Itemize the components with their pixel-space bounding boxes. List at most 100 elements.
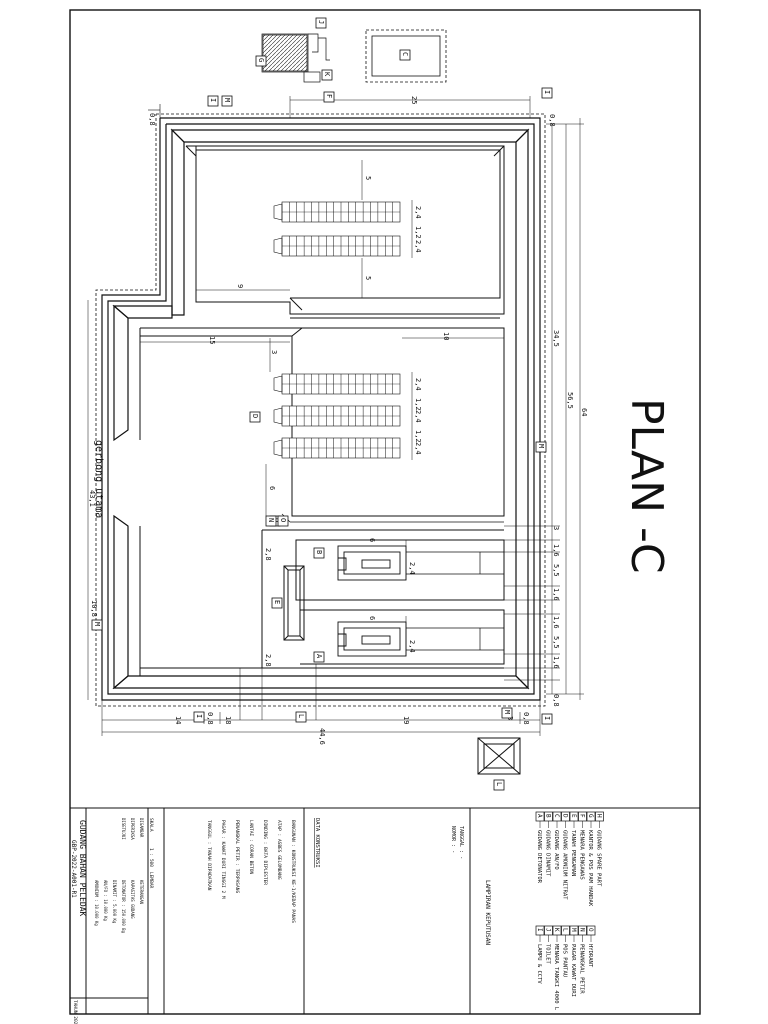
dim-d6: 6 <box>268 486 276 490</box>
marker-f: F <box>323 91 335 103</box>
marker-label: O <box>279 518 287 522</box>
marker-label: I <box>209 98 217 102</box>
dim-d08-br: 0,8 <box>552 694 560 707</box>
title-block <box>69 807 701 1015</box>
note-line: BANGUNAN : KONSTRUKSI KE-1/KEDAP PANAS <box>290 820 296 923</box>
storage-racks-upper <box>273 201 401 257</box>
marker-label: J <box>317 20 325 24</box>
legend-label: GUDANG AN/FO <box>553 830 559 870</box>
dim-d24-d: 2,4 <box>414 410 422 423</box>
marker-label: C <box>401 52 409 56</box>
marker-m: M <box>221 95 233 107</box>
dim-d10: 10 <box>442 332 450 340</box>
legend-label: MENARA PENGAWAS <box>579 830 585 880</box>
drawing-number: GBP-2022-A001-R1 <box>70 840 77 898</box>
legend-key: J <box>545 928 552 932</box>
legend-key: M <box>570 928 577 932</box>
dim-d5-top: 5 <box>364 176 372 180</box>
dim-d12-c: 1,2 <box>414 430 422 443</box>
dim-d55-a: 5,5 <box>552 564 560 577</box>
dim-d3a: 3 <box>270 350 278 354</box>
marker-label: M <box>93 622 101 626</box>
legend-key: B <box>545 814 552 818</box>
dim-d6-a: 6 <box>368 538 376 542</box>
dim-d44-6: 44,6 <box>318 728 326 745</box>
dim-d24-a: 2,4 <box>414 206 422 219</box>
marker-i: I <box>193 711 205 723</box>
marker-i: I <box>207 95 219 107</box>
marker-label: L <box>297 714 305 718</box>
dim-right-08: 0,8 <box>548 114 556 127</box>
note-line: TANGGUL : TANAH DIPADATKAN <box>206 820 212 891</box>
marker-label: F <box>325 94 333 98</box>
legend-key: O <box>587 928 594 932</box>
marker-a: A <box>313 651 325 663</box>
dim-d12-a: 1,2 <box>414 226 422 239</box>
note-line: PAGAR : KAWAT DURI TINGGI 2 M <box>220 820 226 899</box>
marker-label: I <box>543 716 551 720</box>
dim-d24-e: 2,4 <box>414 442 422 455</box>
marker-label: E <box>273 600 281 604</box>
legend-label: KANTOR & POS PAM HANDAK <box>587 830 593 907</box>
perimeter-wall <box>101 117 541 701</box>
dim-d56-5: 56,5 <box>566 392 574 409</box>
marker-label: L <box>495 782 503 786</box>
marker-l: L <box>295 711 307 723</box>
title-row-label: DIPERIKSA <box>130 818 135 840</box>
dim-d14: 14 <box>174 716 182 724</box>
legend-label: HYDRANT <box>587 944 593 968</box>
dim-d16-b: 1,6 <box>552 588 560 601</box>
marker-m: M <box>91 619 103 631</box>
legend-key: F <box>579 814 586 818</box>
marker-label: B <box>315 550 323 554</box>
corridor-label: gerbong utama <box>93 440 104 518</box>
legend-item: M PAGAR KAWAT DURI <box>569 925 579 997</box>
marker-c: C <box>399 49 411 61</box>
note-line: ATAP : ASBES GELOMBANG <box>276 820 282 880</box>
legend-key: I <box>536 928 543 932</box>
legend-label: PENANGKAL PETIR <box>579 944 585 994</box>
marker-i: I <box>541 87 553 99</box>
marker-e: E <box>271 597 283 609</box>
legend-label: GUDANG DINAMIT <box>545 830 551 877</box>
dim-d24-f: 2,4 <box>408 562 416 575</box>
lampiran-title: LAMPIRAN KEPUTUSAN <box>484 880 491 945</box>
legend-item: O HYDRANT <box>586 925 596 968</box>
legend-key: G <box>587 814 594 818</box>
dim-d9: 9 <box>236 284 244 288</box>
marker-i: I <box>541 713 553 725</box>
title-row-value: KAPASITAS GUDANG <box>130 880 135 919</box>
project-name: GUDANG BAHAN PELEDAK <box>78 820 87 917</box>
dim-d10-8: 10,8 <box>90 600 98 617</box>
dim-d24-b: 2,4 <box>414 240 422 253</box>
dim-d64: 64 <box>580 408 588 416</box>
dim-top-08: 0,8 <box>148 113 156 126</box>
watchtower-l <box>477 737 521 775</box>
scale-label: SKALA <box>148 818 154 832</box>
building-c <box>365 29 447 83</box>
title-row-label: DIGAMBAR <box>139 818 144 838</box>
cell-upper <box>185 145 505 315</box>
legend-label: PAGAR KAWAT DURI <box>570 944 576 997</box>
marker-d: D <box>249 411 261 423</box>
note-line: LANTAI : CORAN BETON <box>248 820 254 874</box>
legend-key: L <box>562 928 569 932</box>
dim-d5-mid: 5 <box>364 276 372 280</box>
scale-value: 1 : 500 <box>148 848 154 867</box>
marker-l: L <box>493 779 505 791</box>
dim-d24-c: 2,4 <box>414 378 422 391</box>
marker-m: M <box>501 707 513 719</box>
lampiran-field: TANGGAL : - <box>458 826 464 859</box>
legend-label: MENARA TANGKI 4000 L <box>553 944 559 1011</box>
dim-d18: 18 <box>224 716 232 724</box>
